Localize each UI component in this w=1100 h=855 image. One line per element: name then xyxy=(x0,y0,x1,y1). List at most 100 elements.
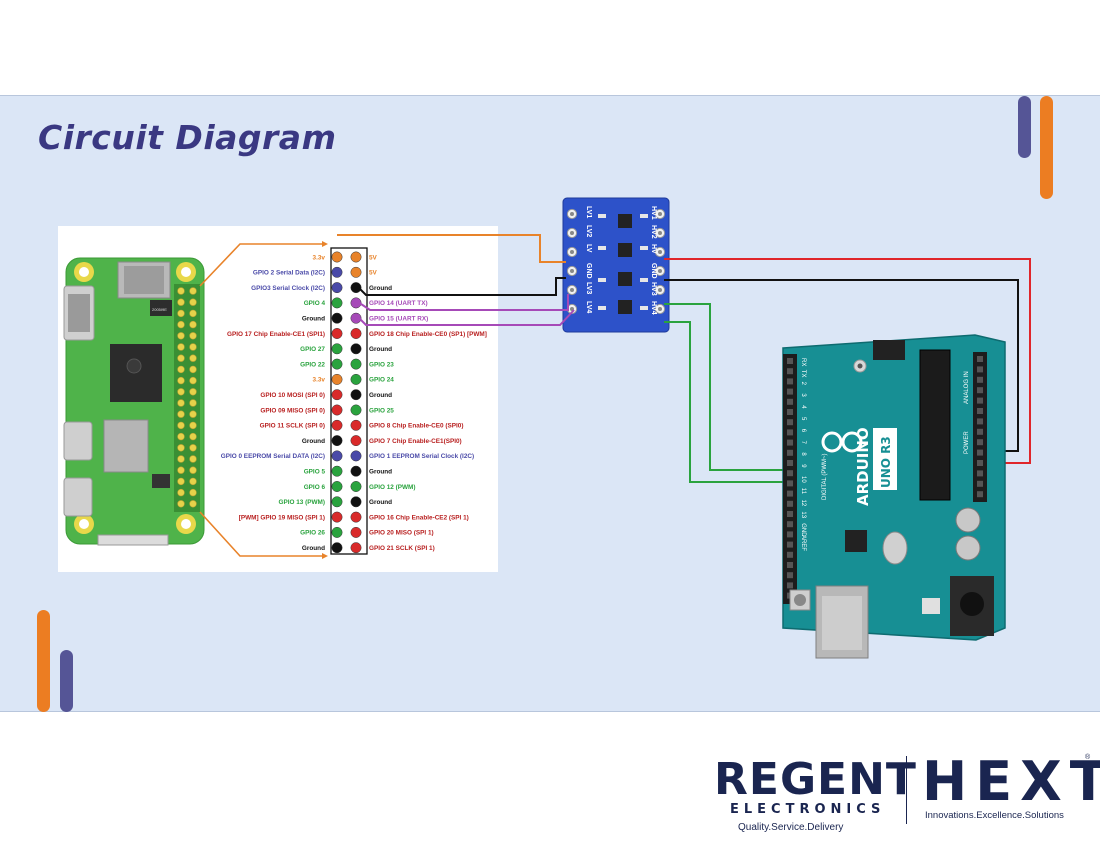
level-shifter-label-hv: HV2 xyxy=(650,225,657,239)
callout-bottom xyxy=(199,511,322,557)
gpio-header-pad xyxy=(189,298,197,306)
pin-label-left-1: 3.3v xyxy=(313,254,326,261)
gpio-header-pad xyxy=(189,376,197,385)
gpio-header-pad xyxy=(189,287,197,295)
pin-left-1 xyxy=(331,251,343,263)
pin-label-right-20: Ground xyxy=(369,392,392,399)
gpio-header-pad xyxy=(177,421,185,430)
arduino-header-pin xyxy=(977,366,983,373)
pin-left-33 xyxy=(331,496,343,508)
callout-top xyxy=(199,243,322,287)
arduino-digital-label: DIGITAL (PWM~) xyxy=(822,453,828,500)
arduino-header-pin xyxy=(977,470,983,477)
gpio-header-pad xyxy=(177,343,185,351)
arduino-analog-label: ANALOG IN xyxy=(964,371,970,404)
arduino-header-pin xyxy=(787,490,793,497)
gpio-header-pad xyxy=(177,388,185,396)
arduino-header-pin xyxy=(787,480,793,487)
pin-left-27 xyxy=(331,450,343,462)
pin-left-37 xyxy=(331,526,343,538)
pin-label-left-37: GPIO 26 xyxy=(300,530,325,537)
pin-left-31 xyxy=(331,481,343,492)
pin-right-38 xyxy=(350,526,362,538)
level-shifter-label-lv: LV xyxy=(585,244,592,253)
pin-label-right-30: Ground xyxy=(369,469,392,476)
arduino-pin-label: 8 xyxy=(800,452,806,456)
pin-label-right-2: 5V xyxy=(369,254,378,261)
pin-left-7 xyxy=(331,297,343,309)
pin-label-right-26: GPIO 7 Chip Enable-CE1(SPI0) xyxy=(369,438,462,445)
arduino-pin-label: 11 xyxy=(800,488,806,495)
pin-label-right-8: GPIO 14 (UART TX) xyxy=(369,300,428,307)
gpio-header-pad xyxy=(177,287,185,295)
level-shifter-pin-hole xyxy=(658,212,662,216)
level-shifter-label-lv: GND xyxy=(585,263,592,279)
arduino-header-pin xyxy=(977,408,983,414)
gpio-header-pad xyxy=(177,365,185,374)
gpio-header-pad xyxy=(177,432,185,441)
wire-uart-tx xyxy=(357,294,569,311)
arduino-header-pin xyxy=(787,521,793,528)
pin-left-35 xyxy=(331,511,343,523)
pin-label-right-12: GPIO 18 Chip Enable-CE0 (SP1) [PWM] xyxy=(369,331,487,338)
gpio-header-pad xyxy=(189,354,197,362)
pin-left-19 xyxy=(331,389,343,401)
gpio-header-pad xyxy=(177,488,185,497)
pin-right-2 xyxy=(350,251,362,263)
pin-right-40 xyxy=(350,542,362,554)
pin-label-right-14: Ground xyxy=(369,346,392,353)
arduino-brand-label: ARDUINO xyxy=(854,427,872,506)
gpio-header-pad xyxy=(189,365,197,374)
pin-label-left-23: GPIO 11 SCLK (SPI 0) xyxy=(260,423,325,430)
gpio-header-pad xyxy=(189,488,197,497)
pin-left-29 xyxy=(331,465,343,477)
pin-label-right-18: GPIO 24 xyxy=(369,377,394,384)
pin-label-left-21: GPIO 09 MISO (SPI 0) xyxy=(260,407,325,414)
arduino-header-pin xyxy=(787,449,793,456)
arduino-header-pin xyxy=(977,428,983,435)
arduino-header-pin xyxy=(977,376,983,383)
pin-label-left-39: Ground xyxy=(302,545,325,552)
pinout-column-box xyxy=(330,247,368,555)
gpio-header-pad xyxy=(189,343,197,351)
level-shifter-label-lv: LV3 xyxy=(585,282,592,294)
level-shifter-label-lv: LV4 xyxy=(585,301,592,313)
arduino-header-pin xyxy=(787,439,793,446)
wire-uart-rx xyxy=(357,309,575,326)
arduino-header-pin xyxy=(977,460,983,466)
pin-label-left-33: GPIO 13 (PWM) xyxy=(278,499,325,506)
arduino-pin-label: 10 xyxy=(800,476,806,483)
arduino-pin-label: 13 xyxy=(800,511,806,518)
arduino-header-pin xyxy=(787,429,793,436)
gpio-header-pad xyxy=(189,332,197,340)
pin-left-9 xyxy=(331,312,343,324)
arduino-pin-label: 5 xyxy=(800,417,806,421)
level-shifter-pin-hole xyxy=(658,307,662,311)
arduino-pin-label: 12 xyxy=(800,500,806,507)
pin-right-34 xyxy=(350,496,362,508)
gpio-header-pad xyxy=(177,466,185,474)
wire-ground-shifter-to-arduino xyxy=(664,279,1019,452)
pin-label-right-28: GPIO 1 EEPROM Serial Clock (I2C) xyxy=(369,453,474,460)
pin-label-left-29: GPIO 5 xyxy=(304,469,326,476)
gpio-header-pad xyxy=(189,320,197,329)
pin-label-left-3: GPIO 2 Serial Data (I2C) xyxy=(253,270,325,277)
pin-label-left-11: GPIO 17 Chip Enable-CE1 (SPI1) xyxy=(227,331,325,338)
arduino-pin-label: 7 xyxy=(800,441,806,445)
level-shifter-pin-hole xyxy=(658,269,662,273)
hext-logo-wordmark: HEXT xyxy=(922,750,1100,813)
level-shifter-pin-hole xyxy=(570,269,574,273)
pin-right-4 xyxy=(350,266,362,278)
arduino-header-pin xyxy=(787,368,793,375)
pin-right-36 xyxy=(350,511,362,523)
gpio-header-pad xyxy=(189,410,197,418)
arduino-header-pin xyxy=(977,397,983,404)
pin-right-20 xyxy=(350,389,362,401)
wire-hv-to-5v xyxy=(664,258,1031,464)
accent-bar-slate-top xyxy=(1018,96,1031,158)
pin-right-28 xyxy=(350,450,362,462)
pin-right-16 xyxy=(350,358,362,370)
raspberry-pi-board: 2005I9E xyxy=(63,257,205,546)
